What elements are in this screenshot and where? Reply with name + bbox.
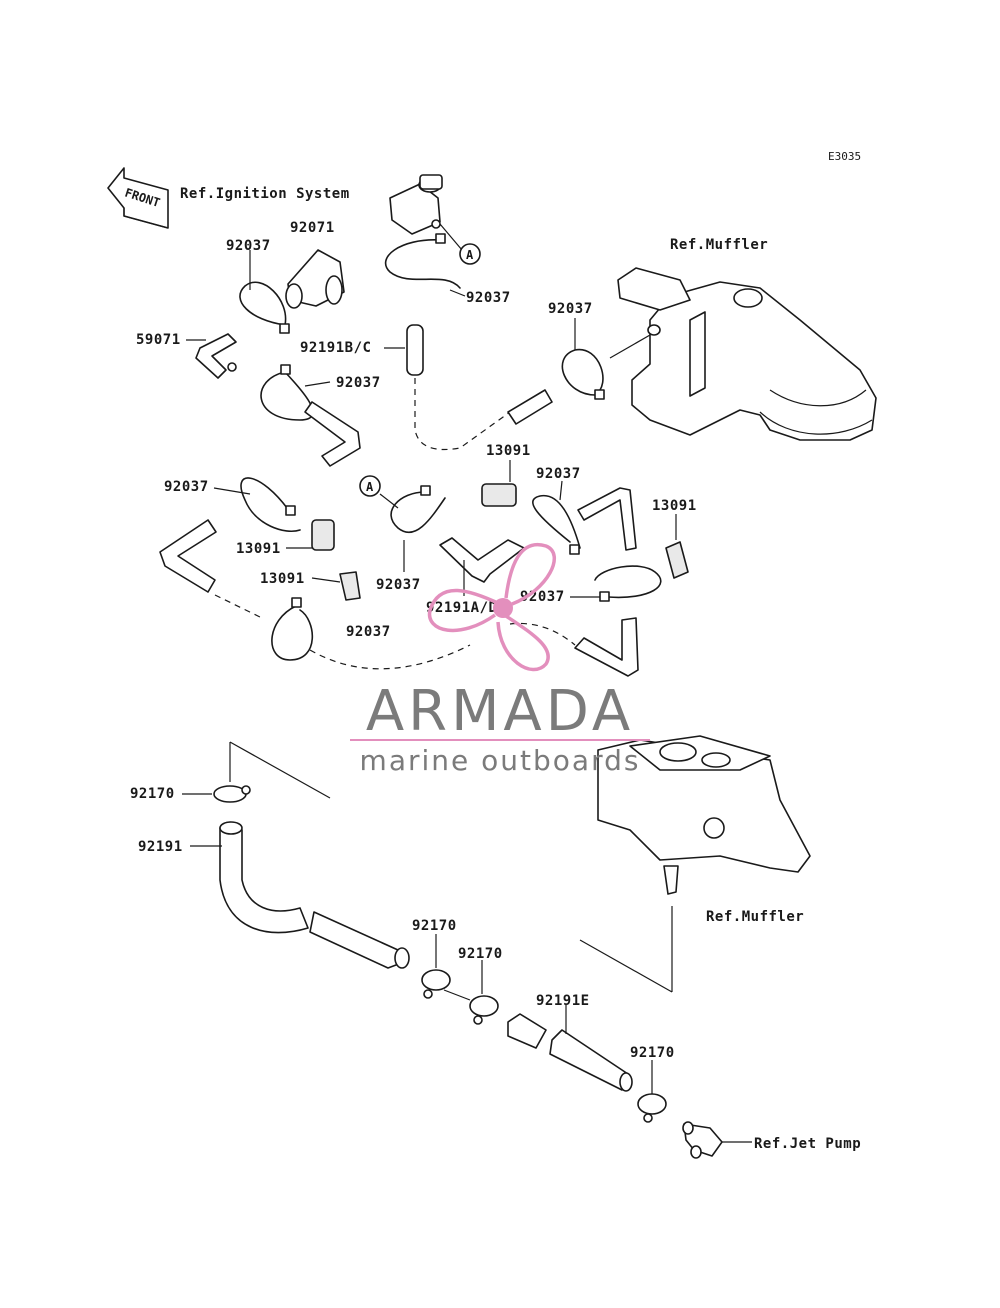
ref-jet-pump: Ref.Jet Pump [754, 1136, 861, 1152]
marker-a-mid: A [359, 475, 381, 497]
label-92191bc: 92191B/C [300, 340, 371, 356]
clamp-92170-b [421, 969, 451, 999]
clamp-92037-mid-left [240, 477, 301, 532]
clamp-92170-d [637, 1093, 667, 1123]
elbow-hose-right-upper [577, 487, 637, 551]
cap-13091-lower [339, 571, 361, 601]
cap-13091-right [665, 541, 689, 579]
label-92037-a: 92037 [226, 238, 271, 254]
clamp-92037-right-center [532, 495, 581, 555]
label-92071: 92071 [290, 220, 335, 236]
label-92037-b: 92037 [466, 290, 511, 306]
elbow-hose-left [304, 401, 361, 467]
fitting-top [389, 174, 443, 235]
svg-text:A: A [466, 248, 474, 262]
armada-watermark: ARMADA marine outboards [350, 542, 650, 777]
cap-13091-mid-left [311, 519, 335, 551]
label-92191ad: 92191A/D [426, 600, 497, 616]
label-13091-a: 13091 [486, 443, 531, 459]
label-92037-i: 92037 [346, 624, 391, 640]
label-92037-d: 92037 [548, 301, 593, 317]
propeller-logo-icon [427, 542, 557, 672]
tube-short-center [507, 389, 553, 425]
diagram-code: E3035 [828, 150, 861, 163]
brand-name: ARMADA [366, 679, 634, 744]
elbow-hose-lower-left [159, 519, 217, 593]
elbow-hose-lower-right [574, 617, 639, 677]
clamp-92170-c [469, 995, 499, 1025]
marker-a-top: A [459, 243, 481, 265]
valve-92071 [285, 249, 345, 309]
clamp-92037-right-lower [594, 565, 662, 602]
label-13091-c: 13091 [236, 541, 281, 557]
label-59071: 59071 [136, 332, 181, 348]
clamp-92037-top-left [239, 281, 290, 334]
label-92170-d: 92170 [630, 1045, 675, 1061]
cap-13091-top [481, 483, 517, 507]
front-arrow-icon: FRONT [107, 167, 169, 229]
label-92191: 92191 [138, 839, 183, 855]
clamp-92037-top-center [384, 233, 461, 289]
clamp-92037-lower-left [271, 597, 314, 661]
label-92170-a: 92170 [130, 786, 175, 802]
ref-ignition-system: Ref.Ignition System [180, 186, 350, 202]
hose-59071 [195, 333, 237, 379]
clamp-92037-center-right [561, 348, 605, 400]
label-13091-b: 13091 [652, 498, 697, 514]
clamp-92037-center [390, 485, 446, 534]
label-92037-c: 92037 [336, 375, 381, 391]
svg-text:A: A [366, 480, 374, 494]
clamp-92170-top [213, 785, 251, 803]
brand-tagline: marine outboards [360, 744, 641, 777]
label-13091-d: 13091 [260, 571, 305, 587]
label-92037-f: 92037 [536, 466, 581, 482]
fitting-jet-pump [682, 1121, 723, 1159]
hose-92191 [219, 821, 410, 969]
label-92170-b: 92170 [412, 918, 457, 934]
clamp-92037-left-mid [260, 364, 314, 421]
label-92037-g: 92037 [376, 577, 421, 593]
label-92170-c: 92170 [458, 946, 503, 962]
ref-muffler-bottom: Ref.Muffler [706, 909, 804, 925]
ref-muffler-top: Ref.Muffler [670, 237, 768, 253]
label-92191e: 92191E [536, 993, 590, 1009]
muffler-top [617, 267, 877, 441]
label-92037-e: 92037 [164, 479, 209, 495]
tube-92191bc [406, 324, 424, 376]
tube-92191e [507, 1013, 633, 1092]
muffler-lower [597, 735, 811, 895]
